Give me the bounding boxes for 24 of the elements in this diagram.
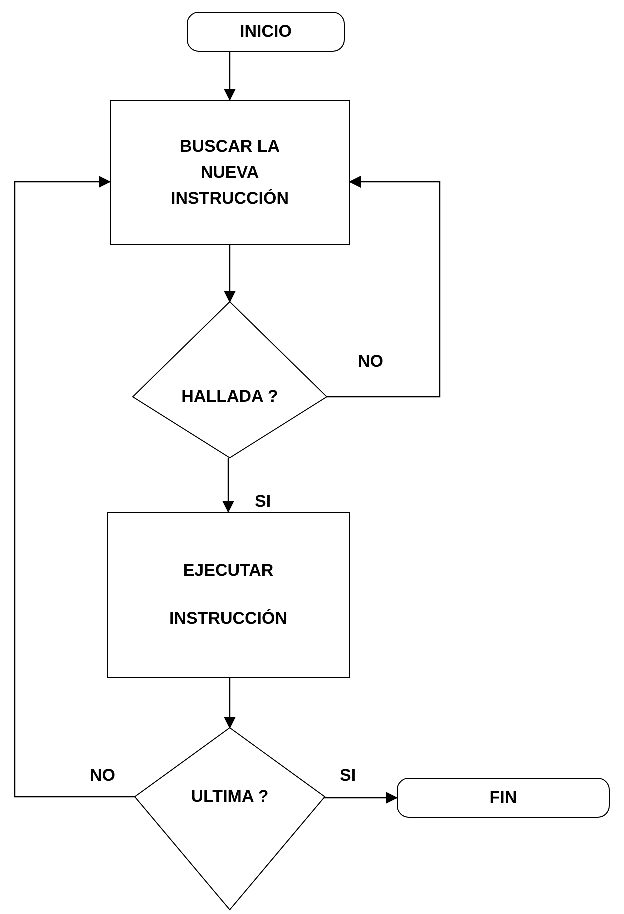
edge-label: SI: [340, 766, 356, 786]
arrow: [224, 52, 236, 101]
arrow: [324, 792, 398, 804]
node-label: EJECUTAR: [183, 561, 274, 581]
node-label: INICIO: [240, 22, 292, 42]
terminal-box: [397, 778, 610, 818]
node-label: FIN: [490, 788, 518, 808]
edge-label: SI: [255, 492, 272, 512]
node-label: ULTIMA ?: [191, 787, 269, 807]
process-box: [110, 100, 350, 245]
edge-label: NO: [90, 766, 116, 786]
arrow: [224, 678, 236, 729]
decision-diamond: [133, 302, 327, 458]
decision-diamond: [135, 728, 325, 910]
node-label: INSTRUCCIÓN: [169, 609, 288, 629]
terminal-box: [187, 12, 345, 52]
node-label: HALLADA ?: [182, 387, 278, 407]
arrow: [327, 176, 441, 398]
process-box: [107, 512, 350, 678]
arrow: [222, 458, 234, 513]
edge-label: NO: [358, 352, 384, 372]
arrow: [224, 245, 236, 303]
arrow: [14, 176, 135, 798]
node-label: BUSCAR LA NUEVA INSTRUCCIÓN: [170, 136, 290, 210]
